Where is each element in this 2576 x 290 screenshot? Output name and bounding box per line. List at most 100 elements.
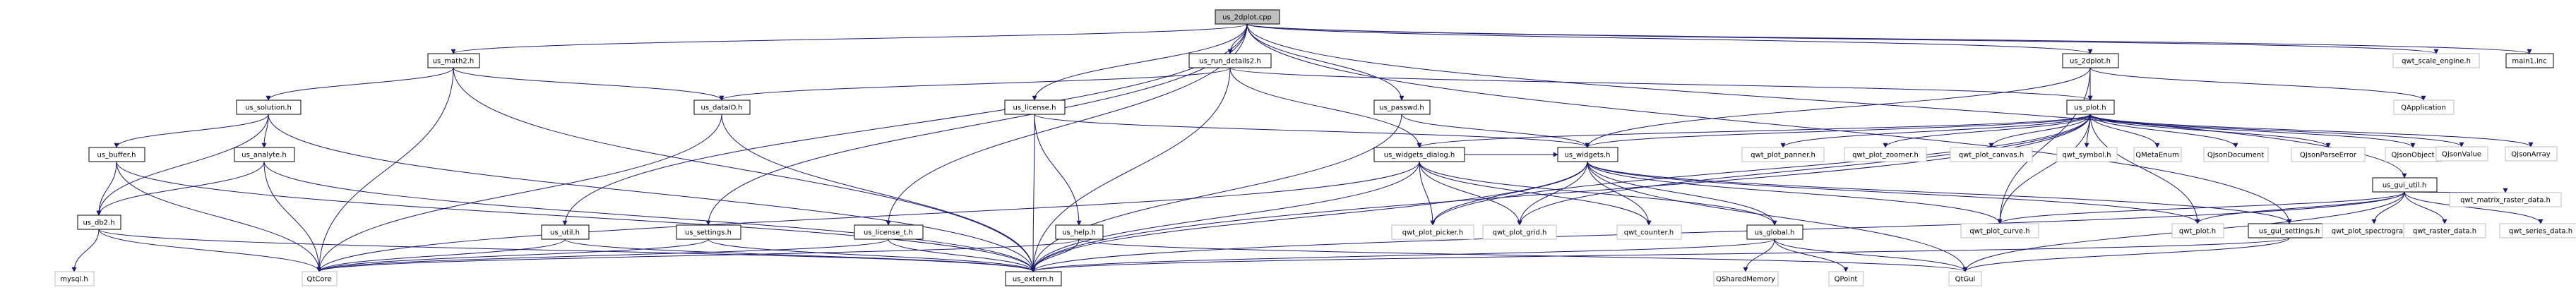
node-box [2291,147,2366,162]
node-main1-inc[interactable]: main1.inc [2505,53,2554,68]
node-label: QJsonValue [2442,151,2481,159]
node-label: qwt_plot_spectrogram.h [2332,228,2417,236]
node-us-dataIO-h[interactable]: us_dataIO.h [693,99,751,115]
edge-us-widgets-h-to-qwt-plot-grid-h [1517,161,1588,226]
edge-us-plot-h-to-qwt-plot-picker-h [1430,114,2091,226]
node-us-license-t-h[interactable]: us_license_t.h [854,224,924,240]
node-label: qwt_plot.h [2179,228,2216,236]
node-box [1746,224,1803,240]
node-us-math2-h[interactable]: us_math2.h [427,53,480,68]
node-us-gui-settings-h[interactable]: us_gui_settings.h [2248,223,2331,238]
node-label: qwt_plot_zoomer.h [1852,152,1919,159]
node-box [1215,9,1280,25]
edge-us-widgets-h-to-qwt-counter-h [1587,161,1652,226]
edge-us-math2-h-to-us-extern-h [453,67,1036,272]
node-box [234,147,295,162]
node-qmetaenum: QMetaEnum [2133,147,2182,162]
node-us-2dplot-h[interactable]: us_2dplot.h [2062,53,2119,68]
node-label: QPoint [1835,276,1858,284]
node-qapplication: QApplication [2393,99,2455,115]
node-us-run-details2-h[interactable]: us_run_details2.h [1188,53,1272,68]
node-label: us_passwd.h [1379,104,1424,112]
node-qjsonvalue: QJsonValue [2435,146,2488,162]
edge-us-gui-util-h-to-qwt-plot-curve-h [1997,191,2405,224]
node-us-util-h[interactable]: us_util.h [541,224,590,240]
node-us-extern-h[interactable]: us_extern.h [1005,271,1062,286]
node-box [1373,147,1465,162]
node-box [693,99,751,115]
node-label: us_license.h [1013,104,1056,112]
node-box [1960,223,2039,238]
node-label: qwt_plot_curve.h [1969,228,2029,236]
node-box [1005,271,1062,286]
edge-us-plot-h-to-qwt-plot-canvas-h [1988,114,2091,148]
node-us-buffer-h[interactable]: us_buffer.h [88,147,145,162]
node-label: us_help.h [1062,229,1096,237]
edge-us-widgets-dialog-h-to-qwt-plot-picker-h [1419,161,1436,226]
edge-us-widgets-dialog-h-to-us-global-h [1419,161,1777,226]
edge-us-passwd-h-to-us-extern-h [1030,114,1402,272]
edge-us-2dplot-cpp-to-us-license-h [1032,23,1248,101]
node-label: us_license_t.h [864,229,913,237]
node-label: us_gui_settings.h [2259,228,2320,236]
edge-us-gui-settings-h-to-us-extern-h [1030,237,2290,272]
edge-us-dataIO-h-to-qtcore [316,114,722,272]
node-us-gui-util-h[interactable]: us_gui_util.h [2372,177,2438,193]
edge-us-solution-h-to-us-buffer-h [114,114,269,148]
node-label: us_2dplot.h [2070,58,2111,66]
node-box [2505,146,2558,162]
node-box [236,99,302,115]
edge-us-plot-h-to-us-widgets-dialog-h [1417,114,2091,148]
node-us-global-h[interactable]: us_global.h [1746,224,1803,240]
node-us-2dplot-cpp[interactable]: us_2dplot.cpp [1215,9,1280,25]
node-us-analyte-h[interactable]: us_analyte.h [234,147,295,162]
node-box [854,224,924,240]
node-us-license-h[interactable]: us_license.h [1004,99,1066,115]
node-box [1557,147,1618,162]
edge-us-help-h-to-qtgui [1078,238,1968,272]
edge-us-dataIO-h-to-us-extern-h [721,114,1036,272]
edge-us-widgets-dialog-h-to-qtcore [316,161,1420,272]
edge-us-license-t-h-to-qtcore [316,238,889,272]
node-label: us_math2.h [433,58,475,66]
node-us-settings-h[interactable]: us_settings.h [676,224,741,240]
node-label: qwt_symbol.h [2062,152,2111,159]
edge-us-gui-util-h-to-qwt-plot-spectrogram-h [2371,191,2405,224]
node-qjsonarray: QJsonArray [2505,146,2558,162]
edge-us-plot-h-to-qjsonvalue [2089,114,2464,147]
node-label: us_run_details2.h [1199,58,1261,66]
edge-us-buffer-h-to-us-extern-h [116,161,1036,272]
node-box [2056,147,2118,162]
node-label: qwt_plot_canvas.h [1959,152,2024,159]
edge-us-util-h-to-qtcore [316,238,566,272]
edge-us-util-h-to-us-extern-h [564,238,1036,272]
node-box [1482,224,1557,240]
node-label: us_analyte.h [242,152,286,159]
node-qwt-plot-curve-h: qwt_plot_curve.h [1960,223,2039,238]
node-us-widgets-dialog-h[interactable]: us_widgets_dialog.h [1373,147,1465,162]
node-box [541,224,590,240]
node-qwt-scale-engine-h: qwt_scale_engine.h [2392,53,2480,68]
edge-us-plot-h-to-qjsondocument [2089,114,2238,148]
node-us-db2-h[interactable]: us_db2.h [77,215,121,230]
node-box [2392,53,2480,68]
node-box [2435,146,2488,162]
edge-us-2dplot-h-to-qwt-plot-curve-h [1997,67,2091,224]
node-us-solution-h[interactable]: us_solution.h [236,99,302,115]
node-box [88,147,145,162]
node-box [1741,147,1825,162]
edge-us-analyte-h-to-qtcore [263,161,322,272]
node-label: us_util.h [550,229,580,237]
node-label: QtCore [307,276,332,284]
node-us-plot-h[interactable]: us_plot.h [2066,99,2115,115]
node-us-help-h[interactable]: us_help.h [1055,224,1104,240]
node-us-passwd-h[interactable]: us_passwd.h [1373,99,1431,115]
node-box [2133,147,2182,162]
edge-us-plot-h-to-qmetaenum [2089,114,2160,148]
edge-us-gui-util-h-to-us-extern-h [1030,191,2405,272]
node-label: qwt_plot_grid.h [1493,229,1547,237]
node-us-widgets-h[interactable]: us_widgets.h [1557,147,1618,162]
node-label: us_buffer.h [97,152,136,159]
edge-us-global-h-to-qpoint [1774,238,1849,272]
